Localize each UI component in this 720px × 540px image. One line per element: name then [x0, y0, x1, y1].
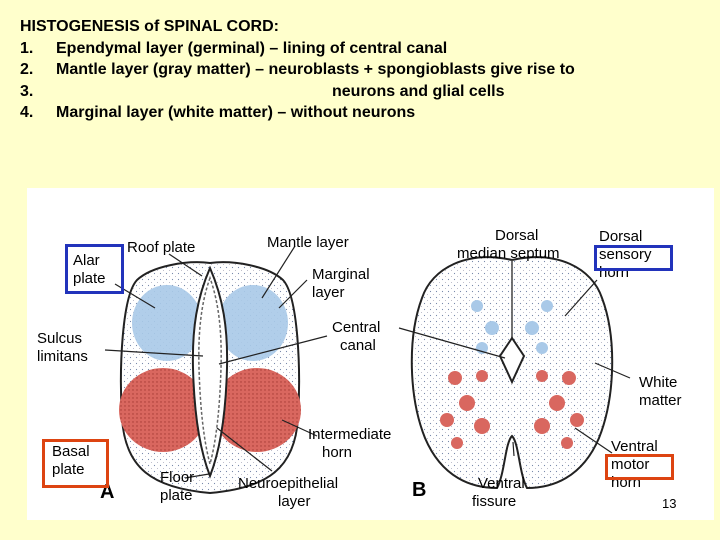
- motor-highlight-box: [605, 454, 674, 480]
- letter-b: B: [412, 479, 427, 501]
- neuroepithelium-a: [198, 275, 222, 467]
- basal-plate-right: [213, 368, 301, 452]
- spinal-cord-drawing: [104, 245, 631, 495]
- heading-line-2: 2.Mantle layer (gray matter) – neuroblas…: [20, 61, 575, 78]
- heading-line-4: 4.Marginal layer (white matter) – withou…: [20, 104, 416, 121]
- heading-line-3: 3.neurons and glial cells: [20, 82, 505, 100]
- heading-title: HISTOGENESIS of SPINAL CORD:: [20, 18, 279, 35]
- alar-plate-highlight-box: [65, 244, 124, 294]
- basal-plate-left: [119, 368, 207, 452]
- alar-plate-right: [218, 285, 288, 361]
- central-canal-b: [498, 336, 526, 385]
- alar-plate-left: [132, 285, 202, 361]
- sensory-highlight-box: [594, 245, 673, 271]
- label-mantle-layer: Mantle layer: [267, 234, 349, 251]
- basal-plate-highlight-box: [42, 439, 109, 488]
- heading-text: HISTOGENESIS of SPINAL CORD: 1.Ependymal…: [20, 16, 710, 124]
- heading-line-1: 1.Ependymal layer (germinal) – lining of…: [20, 39, 448, 57]
- page-number: 13: [662, 496, 677, 511]
- central-canal-a: [191, 265, 229, 479]
- label-roof-plate: Roof plate: [127, 239, 196, 256]
